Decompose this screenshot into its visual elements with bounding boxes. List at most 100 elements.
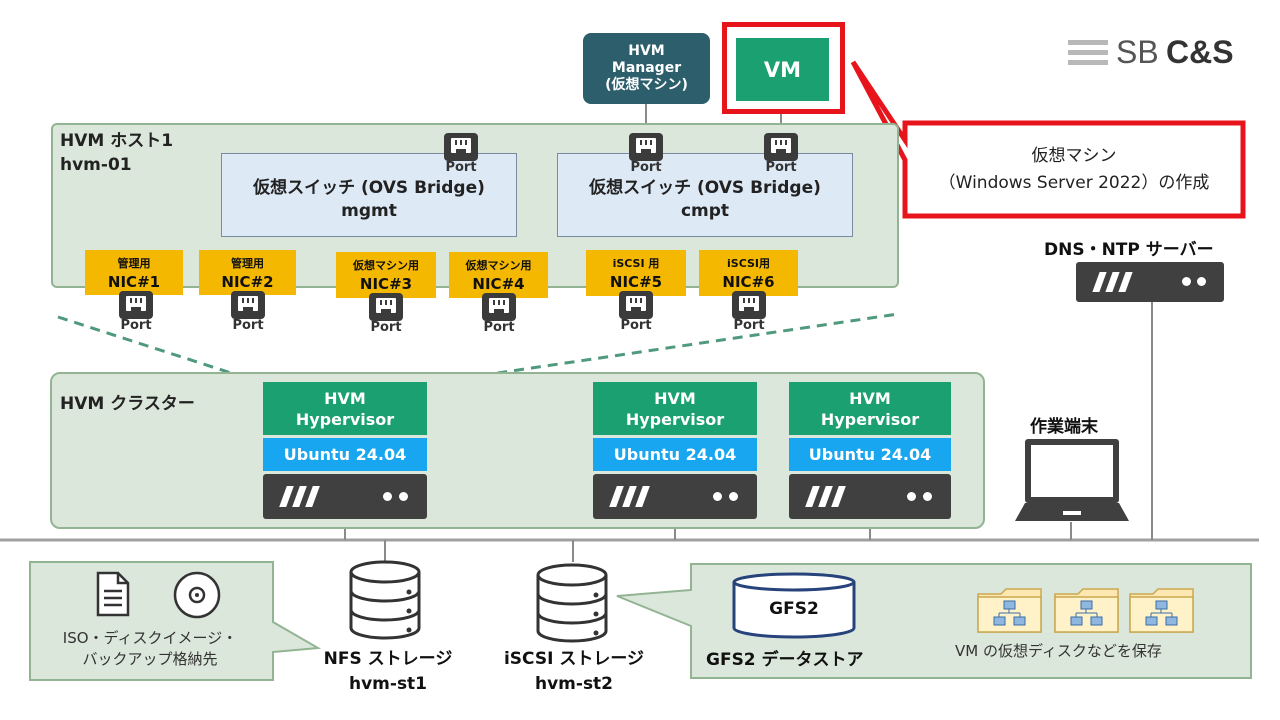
folder-network-icon bbox=[1054, 588, 1119, 633]
ubuntu-node-1: Ubuntu 24.04 bbox=[263, 438, 427, 471]
port-icon bbox=[119, 291, 153, 319]
port-label: Port bbox=[765, 160, 797, 175]
hypervisor-line2: Hypervisor bbox=[625, 409, 725, 429]
nic-name: NIC#2 bbox=[221, 272, 274, 291]
port-label: Port bbox=[630, 160, 662, 175]
logo-sb-text: SB bbox=[1116, 34, 1159, 70]
port-label: Port bbox=[733, 318, 765, 333]
laptop-icon[interactable] bbox=[1013, 437, 1131, 523]
hypervisor-node-1[interactable]: HVM Hypervisor bbox=[263, 382, 427, 435]
disc-icon bbox=[173, 571, 221, 619]
hypervisor-node-3[interactable]: HVM Hypervisor bbox=[789, 382, 951, 435]
nic-1[interactable]: 管理用 NIC#1 bbox=[85, 250, 183, 295]
hvm-cluster-title: HVM クラスター bbox=[60, 394, 195, 414]
nic-name: NIC#4 bbox=[472, 275, 525, 293]
gfs2-datastore-label: GFS2 データストア bbox=[706, 650, 864, 670]
nic-5[interactable]: iSCSI 用 NIC#5 bbox=[586, 250, 686, 296]
port-label: Port bbox=[620, 318, 652, 333]
nic-purpose: 仮想マシン用 bbox=[353, 259, 419, 272]
work-terminal-label: 作業端末 bbox=[1030, 417, 1098, 437]
gfs2-description: VM の仮想ディスクなどを保存 bbox=[955, 642, 1162, 660]
nic-purpose: 管理用 bbox=[117, 256, 151, 270]
vm-box[interactable]: VM bbox=[736, 38, 829, 101]
iscsi-storage-label: iSCSI ストレージ hvm-st2 bbox=[474, 646, 674, 698]
nic-6[interactable]: iSCSI用 NIC#6 bbox=[699, 250, 798, 296]
port-label: Port bbox=[483, 320, 515, 335]
port-icon bbox=[629, 133, 663, 161]
hvm-host-title-line2: hvm-01 bbox=[60, 155, 132, 175]
server-node-1-icon bbox=[263, 474, 427, 519]
switch-mgmt-line2: mgmt bbox=[341, 201, 397, 221]
hypervisor-line2: Hypervisor bbox=[295, 409, 395, 429]
nic-purpose: 管理用 bbox=[231, 256, 264, 270]
nic-name: NIC#3 bbox=[359, 275, 413, 293]
dns-ntp-server-icon[interactable] bbox=[1076, 262, 1224, 302]
hypervisor-line1: HVM bbox=[324, 388, 366, 408]
ubuntu-label: Ubuntu 24.04 bbox=[808, 445, 932, 464]
iscsi-storage-line1: iSCSI ストレージ bbox=[503, 649, 644, 669]
iso-callout-text: ISO・ディスクイメージ・ バックアップ格納先 bbox=[30, 624, 270, 674]
nic-name: NIC#6 bbox=[722, 273, 775, 291]
hvm-manager-line2: Manager bbox=[611, 60, 682, 76]
hypervisor-line1: HVM bbox=[849, 388, 891, 408]
port-icon bbox=[231, 291, 265, 319]
nic-3[interactable]: 仮想マシン用 NIC#3 bbox=[336, 252, 436, 298]
logo-cs-text: C&S bbox=[1166, 34, 1234, 70]
vm-label: VM bbox=[763, 57, 802, 82]
nfs-storage-line2: hvm-st1 bbox=[348, 674, 428, 694]
hypervisor-node-2[interactable]: HVM Hypervisor bbox=[593, 382, 757, 435]
nic-name: NIC#1 bbox=[107, 272, 161, 291]
nfs-storage-line1: NFS ストレージ bbox=[323, 649, 453, 669]
ubuntu-label: Ubuntu 24.04 bbox=[283, 445, 407, 464]
nic-purpose: iSCSI 用 bbox=[612, 257, 660, 270]
hvm-host-title-line1: HVM ホスト1 bbox=[60, 131, 174, 151]
logo: SB C&S bbox=[1068, 34, 1248, 74]
nic-purpose: 仮想マシン用 bbox=[465, 259, 532, 272]
port-label: Port bbox=[445, 160, 477, 175]
ubuntu-node-2: Ubuntu 24.04 bbox=[593, 438, 757, 471]
hvm-manager-line1: HVM bbox=[628, 43, 665, 59]
vm-callout-line2: （Windows Server 2022）の作成 bbox=[938, 172, 1210, 193]
hypervisor-line2: Hypervisor bbox=[820, 409, 920, 429]
iso-callout-line1: ISO・ディスクイメージ・ bbox=[62, 629, 238, 647]
iscsi-storage-line2: hvm-st2 bbox=[534, 674, 614, 694]
folder-network-icon bbox=[977, 588, 1042, 633]
nic-2[interactable]: 管理用 NIC#2 bbox=[199, 250, 296, 295]
hvm-manager-line3: (仮想マシン) bbox=[605, 77, 688, 93]
port-icon bbox=[482, 293, 516, 321]
virtual-switch-mgmt[interactable]: 仮想スイッチ (OVS Bridge) mgmt bbox=[221, 153, 517, 237]
nfs-database-icon[interactable] bbox=[347, 560, 427, 642]
hvm-host-title: HVM ホスト1 hvm-01 bbox=[60, 129, 173, 177]
nic-purpose: iSCSI用 bbox=[727, 257, 770, 270]
hypervisor-line1: HVM bbox=[654, 388, 696, 408]
nic-4[interactable]: 仮想マシン用 NIC#4 bbox=[449, 252, 548, 298]
nfs-storage-label: NFS ストレージ hvm-st1 bbox=[288, 646, 488, 698]
dns-ntp-server-label: DNS・NTP サーバー bbox=[1044, 240, 1214, 260]
gfs2-cylinder-icon bbox=[732, 572, 856, 639]
switch-cmpt-line2: cmpt bbox=[680, 201, 730, 221]
document-icon bbox=[96, 571, 130, 617]
virtual-switch-cmpt[interactable]: 仮想スイッチ (OVS Bridge) cmpt bbox=[557, 153, 853, 237]
port-label: Port bbox=[120, 318, 152, 333]
port-label: Port bbox=[370, 320, 402, 335]
port-icon bbox=[764, 133, 798, 161]
folder-network-icon bbox=[1129, 588, 1194, 633]
iscsi-database-icon[interactable] bbox=[534, 563, 614, 645]
gfs2-cylinder-label: GFS2 bbox=[769, 599, 819, 619]
ubuntu-node-3: Ubuntu 24.04 bbox=[789, 438, 951, 471]
switch-cmpt-line1: 仮想スイッチ (OVS Bridge) bbox=[589, 178, 821, 198]
server-node-2-icon bbox=[593, 474, 757, 519]
hvm-manager-box[interactable]: HVM Manager (仮想マシン) bbox=[583, 33, 710, 104]
port-icon bbox=[444, 133, 478, 161]
vm-callout: 仮想マシン （Windows Server 2022）の作成 bbox=[908, 126, 1240, 213]
ubuntu-label: Ubuntu 24.04 bbox=[613, 445, 737, 464]
iso-callout-line2: バックアップ格納先 bbox=[82, 650, 218, 668]
switch-mgmt-line1: 仮想スイッチ (OVS Bridge) bbox=[253, 178, 485, 198]
server-node-3-icon bbox=[789, 474, 951, 519]
port-icon bbox=[369, 293, 403, 321]
nic-name: NIC#5 bbox=[609, 273, 663, 291]
port-icon bbox=[732, 291, 766, 319]
port-label: Port bbox=[232, 318, 264, 333]
port-icon bbox=[619, 291, 653, 319]
vm-callout-line1: 仮想マシン bbox=[1031, 145, 1117, 166]
